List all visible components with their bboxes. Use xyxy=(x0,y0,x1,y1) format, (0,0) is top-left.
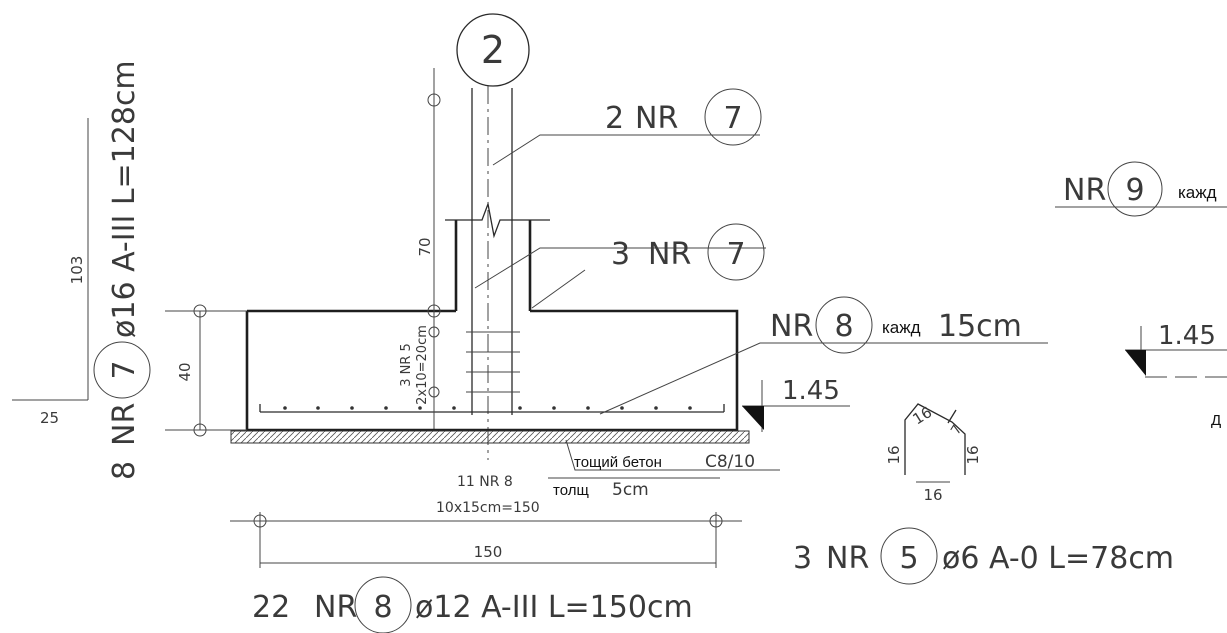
vertical-spec: 8 NR 7 ø16 A-III L=128cm xyxy=(93,60,151,480)
stirrup-spec-nr: NR xyxy=(826,541,869,576)
break-line xyxy=(445,201,550,239)
dim-150: 150 xyxy=(474,543,503,561)
vertical-spec-rest: ø16 A-III L=128cm xyxy=(107,60,142,338)
dim-40: 40 xyxy=(176,362,194,381)
vertical-spec-circle xyxy=(93,341,151,399)
callout1-num: 2 xyxy=(605,101,624,136)
callout2-mark: 7 xyxy=(726,237,745,272)
stirrups-count: 3 NR 5 xyxy=(399,343,414,387)
dim-70-bottom-mark xyxy=(427,304,441,318)
level1-triangle xyxy=(742,406,764,430)
callout1-nr: NR xyxy=(635,101,678,136)
level2-triangle xyxy=(1125,350,1146,376)
vertical-spec-mark: 7 xyxy=(107,360,142,379)
callout3-circle xyxy=(815,296,873,354)
stirrup-dim-bottom: 16 xyxy=(923,486,942,504)
callout3-mark: 8 xyxy=(834,309,853,344)
callout4-mark: 9 xyxy=(1125,173,1144,208)
callout4-circle xyxy=(1107,161,1163,217)
callout3-note: кажд xyxy=(882,318,921,337)
stirrup-dim-hook: 7 xyxy=(948,423,965,438)
axis-label: 2 xyxy=(481,28,505,72)
stirrup-spec-mark: 5 xyxy=(899,541,918,576)
dim-10x15: 10x15cm=150 xyxy=(436,500,540,516)
concrete-thk-label: толщ xyxy=(553,482,589,499)
vertical-spec-count: 8 xyxy=(107,461,142,480)
concrete-grade: C8/10 xyxy=(705,452,755,472)
bar-dots xyxy=(283,406,692,410)
stirrup-spec-circle xyxy=(880,527,938,585)
callout2-leader-b xyxy=(531,269,586,309)
bottom-spec-nr: NR xyxy=(314,590,357,625)
level2-value: 1.45 xyxy=(1158,321,1216,351)
concrete-label: тощий бетон xyxy=(574,454,662,471)
stirrups-spacing: 2x10=20cm xyxy=(415,325,430,405)
dim-stirrup-mark-1 xyxy=(428,326,440,338)
bottom-spec-circle xyxy=(354,576,412,633)
callout3-nr: NR xyxy=(770,309,813,344)
level1-value: 1.45 xyxy=(782,376,840,406)
footing-outline xyxy=(245,309,739,432)
stirrup-lines xyxy=(466,331,520,393)
axis-bubble xyxy=(456,13,530,87)
bottom-spec-mark: 8 xyxy=(373,590,392,625)
dim-11nr8: 11 NR 8 xyxy=(457,474,513,490)
stirrup-shape xyxy=(904,403,966,475)
callout4-note: кажд xyxy=(1178,183,1217,202)
stirrup-spec-rest: ø6 A-0 L=78cm xyxy=(942,541,1174,576)
callout4-nr: NR xyxy=(1063,173,1106,208)
vertical-spec-nr: NR xyxy=(107,403,142,446)
callout2-nr: NR xyxy=(648,237,691,272)
cut-letter: Д xyxy=(1211,412,1221,429)
callout1-circle xyxy=(704,88,762,146)
bottom-spec-rest: ø12 A-III L=150cm xyxy=(415,590,693,625)
stirrup-hook xyxy=(947,409,957,424)
dim-103: 103 xyxy=(68,256,86,285)
callout2-num: 3 xyxy=(611,237,630,272)
stirrup-dim-left: 16 xyxy=(885,445,903,464)
dim-25: 25 xyxy=(40,409,59,427)
callout2-leader xyxy=(474,247,766,289)
stirrup-dim-diag: 16 xyxy=(909,403,935,428)
dim-stirrup-mark-2 xyxy=(428,386,440,398)
callout3-spacing: 15cm xyxy=(938,309,1022,344)
concrete-leader xyxy=(565,439,780,471)
callout1-leader xyxy=(492,134,760,166)
callout3-leader xyxy=(599,342,1048,415)
concrete-thk-value: 5cm xyxy=(612,480,649,500)
dim-70: 70 xyxy=(416,237,434,256)
lean-concrete xyxy=(230,430,750,444)
stirrup-dim-right: 16 xyxy=(964,445,982,464)
callout1-mark: 7 xyxy=(723,101,742,136)
stirrup-spec-count: 3 xyxy=(793,541,812,576)
dim-70-top-mark xyxy=(427,93,441,107)
callout2-circle xyxy=(707,223,765,281)
bottom-spec-count: 22 xyxy=(252,590,290,625)
